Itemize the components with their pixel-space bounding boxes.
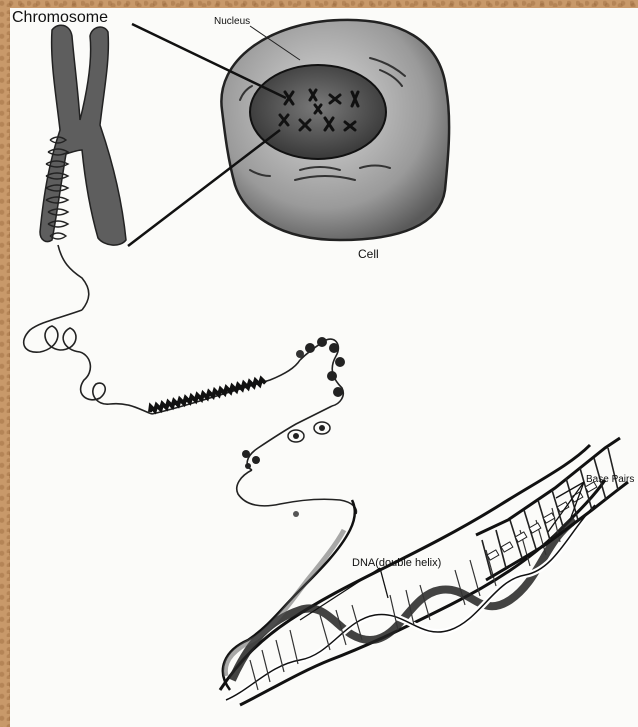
chromosome-label: Chromosome — [12, 9, 108, 26]
cell-label: Cell — [358, 247, 379, 261]
cell — [221, 20, 449, 240]
dna-double-helix — [220, 445, 605, 705]
chromosome — [40, 25, 126, 245]
dna-label: DNA(double helix) — [352, 557, 441, 569]
chromatin-coil-beads — [149, 337, 345, 517]
chromatin-fiber — [24, 245, 357, 514]
nucleus-label: Nucleus — [214, 16, 250, 27]
base-pairs-label: Base Pairs — [586, 474, 634, 485]
